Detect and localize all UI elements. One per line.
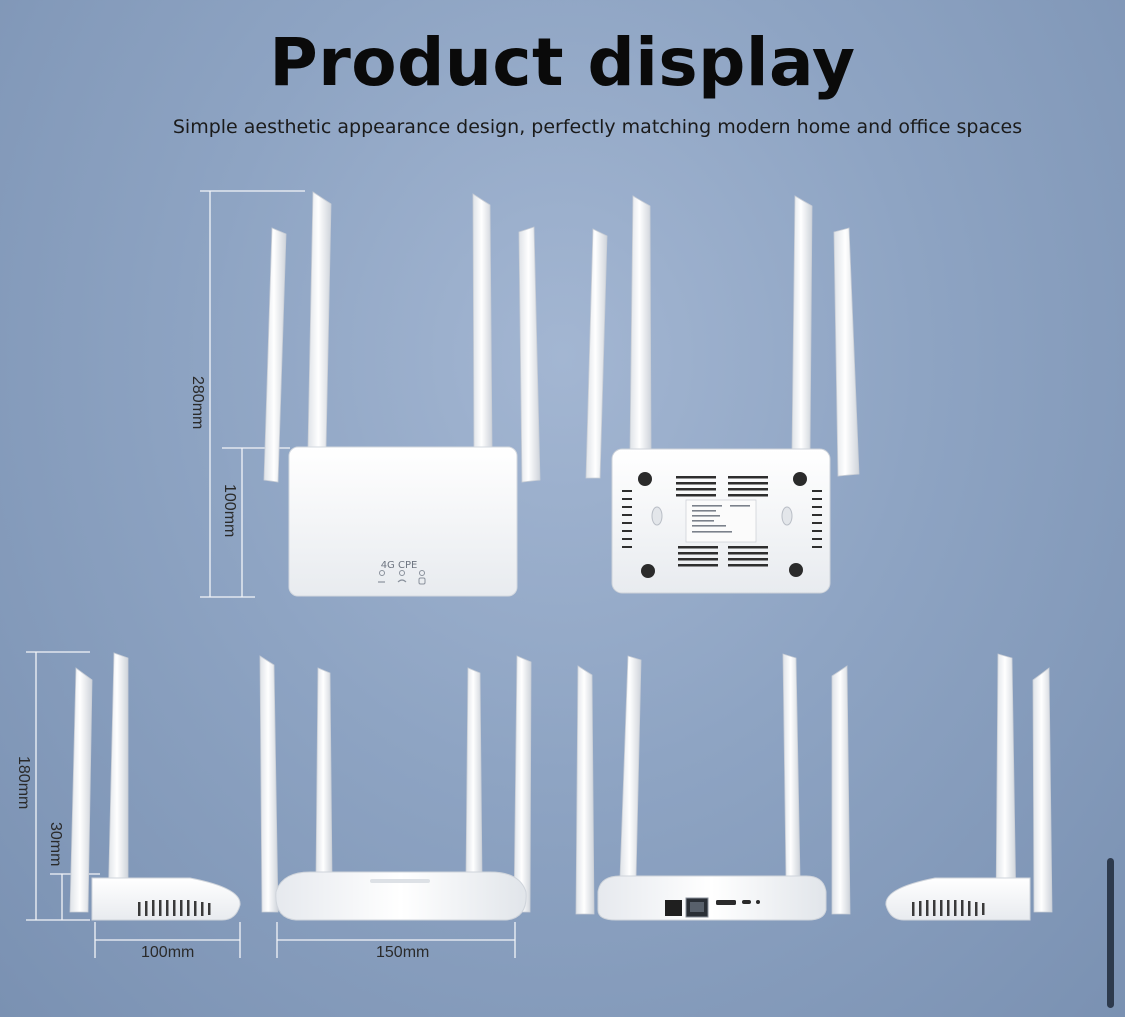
dimension-label-height-total: 280mm bbox=[189, 376, 206, 430]
sim-slot-icon bbox=[716, 900, 736, 905]
router-front-view: 4G CPE bbox=[263, 191, 541, 597]
router-low-front-view bbox=[259, 655, 532, 921]
router-back-view bbox=[585, 195, 860, 594]
power-port-icon bbox=[665, 900, 682, 916]
dimension-label-side-height-total: 180mm bbox=[15, 756, 32, 810]
dimension-label-width: 150mm bbox=[376, 944, 430, 961]
dimension-lines-side bbox=[26, 651, 516, 958]
page-title: Product display bbox=[269, 24, 856, 101]
scrollbar-thumb[interactable] bbox=[1107, 858, 1114, 1008]
dimension-lines-front bbox=[200, 190, 305, 598]
page-subtitle: Simple aesthetic appearance design, perf… bbox=[172, 116, 1023, 138]
dimension-label-side-height-body: 30mm bbox=[47, 822, 64, 867]
front-label: 4G CPE bbox=[381, 560, 418, 571]
dimension-label-height-body: 100mm bbox=[221, 484, 238, 538]
dimension-label-depth: 100mm bbox=[141, 944, 195, 961]
router-side-view-left bbox=[69, 652, 241, 921]
router-side-view-right bbox=[885, 653, 1053, 921]
router-rear-ports-view bbox=[575, 653, 851, 921]
